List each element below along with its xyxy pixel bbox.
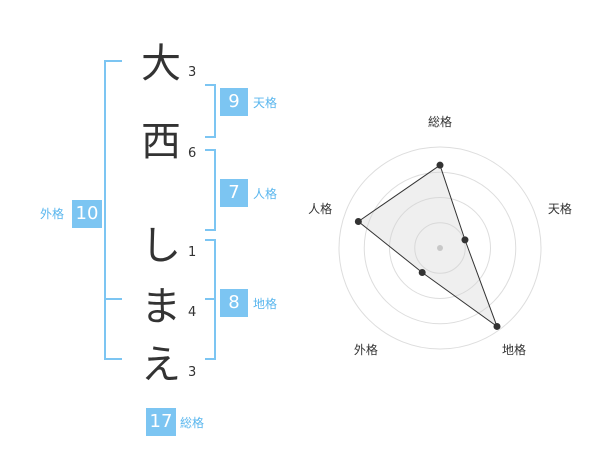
stroke-count-4: 4 (188, 305, 197, 320)
gaikaku-value: 10 (72, 200, 102, 228)
radar-axis-label-5: 人格 (308, 201, 332, 216)
radar-axis-label-4: 外格 (354, 342, 378, 357)
radar-area (357, 164, 499, 328)
name-char-5: え (141, 342, 181, 388)
stroke-count-1: 3 (188, 65, 197, 80)
radar-point-4 (418, 269, 426, 277)
gaikaku-label: 外格 (40, 207, 65, 221)
stroke-count-3: 1 (188, 245, 197, 260)
radar-point-1 (436, 161, 444, 169)
stroke-count-2: 6 (188, 146, 197, 161)
radar-axis-label-1: 総格 (428, 114, 452, 129)
stroke-count-5: 3 (188, 365, 197, 380)
chikaku-bracket-tick (205, 298, 216, 300)
name-char-3: し (141, 223, 181, 269)
radar-axis-label-3: 地格 (502, 342, 526, 357)
jinkaku-value: 7 (220, 179, 248, 207)
radar-axis-label-2: 天格 (548, 201, 572, 216)
soukaku-label: 総格 (180, 416, 205, 430)
gaikaku-bracket-tick (104, 298, 122, 300)
radar-point-3 (493, 322, 501, 330)
tenkaku-bracket (205, 84, 216, 138)
radar-grid-ring (414, 222, 466, 274)
jinkaku-label: 人格 (253, 187, 278, 201)
tenkaku-label: 天格 (253, 96, 278, 110)
soukaku-value: 17 (146, 408, 176, 436)
radar-center-dot (437, 245, 443, 251)
name-char-4: ま (141, 284, 181, 330)
name-char-1: 大 (141, 41, 181, 87)
name-char-2: 西 (141, 119, 181, 165)
gaikaku-bracket (104, 60, 122, 360)
tenkaku-value: 9 (220, 88, 248, 116)
radar-grid-ring (338, 146, 542, 350)
chikaku-label: 地格 (253, 297, 278, 311)
chikaku-value: 8 (220, 289, 248, 317)
radar-point-2 (461, 236, 469, 244)
radar-grid-ring (363, 171, 517, 325)
radar-grid-ring (389, 197, 491, 299)
radar-point-5 (354, 217, 362, 225)
jinkaku-bracket (205, 149, 216, 231)
